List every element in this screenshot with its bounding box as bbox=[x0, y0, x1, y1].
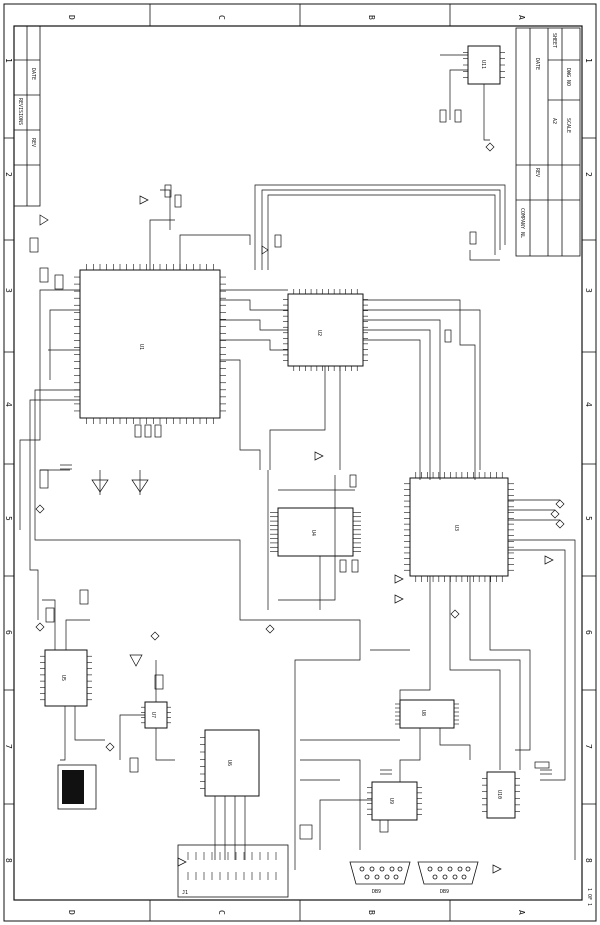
zone-left-1: 1 bbox=[4, 58, 13, 63]
zone-left-7: 7 bbox=[4, 744, 13, 749]
chip-u8 bbox=[399, 699, 455, 729]
zone-top-a: A bbox=[517, 15, 526, 20]
chip-u1-label: U1 bbox=[138, 344, 144, 350]
zone-right-4: 4 bbox=[584, 402, 593, 407]
zone-right-6: 6 bbox=[584, 630, 593, 635]
chip-u9-label: U9 bbox=[388, 798, 394, 804]
zone-right-7: 7 bbox=[584, 744, 593, 749]
chip-u8-label: U8 bbox=[420, 710, 426, 716]
chip-u3 bbox=[409, 477, 509, 577]
title-revision: REV bbox=[534, 168, 540, 177]
chip-u2-label: U2 bbox=[316, 330, 322, 336]
title-sheet: SHEET bbox=[551, 33, 557, 48]
header-pins bbox=[187, 852, 277, 880]
test-points bbox=[35, 142, 565, 752]
zone-left-5: 5 bbox=[4, 516, 13, 521]
zone-left-6: 6 bbox=[4, 630, 13, 635]
header-label: J1 bbox=[182, 890, 188, 896]
zone-top-d: D bbox=[67, 15, 76, 20]
chip-u5-label: U5 bbox=[60, 675, 66, 681]
chip-u10-label: U10 bbox=[496, 790, 502, 799]
revision-header: REVISIONS bbox=[17, 98, 23, 125]
connector-db9-right bbox=[417, 861, 479, 885]
chip-u4 bbox=[277, 507, 354, 557]
zone-left-8: 8 bbox=[4, 858, 13, 863]
chip-u6 bbox=[204, 729, 260, 797]
title-company: COMPANY NL bbox=[519, 208, 525, 238]
zone-right-5: 5 bbox=[584, 516, 593, 521]
display-module bbox=[62, 770, 84, 804]
chip-u2 bbox=[287, 293, 364, 367]
chip-u7-label: U7 bbox=[150, 712, 156, 718]
chip-u9 bbox=[371, 781, 418, 821]
passives bbox=[29, 109, 552, 840]
connector-db9-left bbox=[349, 861, 411, 885]
chip-u10 bbox=[486, 771, 516, 819]
semiconductors bbox=[39, 195, 554, 874]
connector-header bbox=[177, 844, 289, 898]
revision-box bbox=[13, 25, 41, 207]
db9-left-label: DB9 bbox=[372, 889, 381, 895]
zone-bottom-d: D bbox=[67, 910, 76, 915]
title-block bbox=[515, 27, 581, 257]
zone-bottom-b: B bbox=[367, 910, 376, 915]
title-date: DATE bbox=[534, 58, 540, 70]
zone-top-c: C bbox=[217, 15, 226, 20]
chip-u11-label: U11 bbox=[480, 60, 486, 69]
pin-stubs bbox=[40, 52, 520, 815]
zone-right-3: 3 bbox=[584, 288, 593, 293]
zone-right-1: 1 bbox=[584, 58, 593, 63]
title-size: A2 bbox=[551, 118, 557, 124]
display-module-outline bbox=[57, 764, 97, 810]
sheet-footer: 1 OF 1 bbox=[586, 888, 592, 906]
outer-frame bbox=[3, 3, 597, 922]
zone-ticks bbox=[4, 4, 596, 921]
zone-left-4: 4 bbox=[4, 402, 13, 407]
zone-left-3: 3 bbox=[4, 288, 13, 293]
zone-right-2: 2 bbox=[584, 172, 593, 177]
chip-u4-label: U4 bbox=[310, 530, 316, 536]
revision-col-date: DATE bbox=[30, 68, 36, 80]
db9-right-label: DB9 bbox=[440, 889, 449, 895]
chips bbox=[44, 45, 516, 821]
zone-bottom-c: C bbox=[217, 910, 226, 915]
title-drawing-no: DWG NO bbox=[565, 68, 571, 86]
zone-right-8: 8 bbox=[584, 858, 593, 863]
chip-u6-label: U6 bbox=[226, 760, 232, 766]
wires bbox=[19, 54, 576, 870]
title-scale: SCALE bbox=[565, 118, 571, 133]
chip-u3-label: U3 bbox=[453, 525, 459, 531]
zone-left-2: 2 bbox=[4, 172, 13, 177]
revision-col-rev: REV bbox=[30, 138, 36, 147]
zone-top-b: B bbox=[367, 15, 376, 20]
chip-u1 bbox=[79, 269, 221, 419]
inner-frame bbox=[13, 25, 583, 901]
zone-bottom-a: A bbox=[517, 910, 526, 915]
